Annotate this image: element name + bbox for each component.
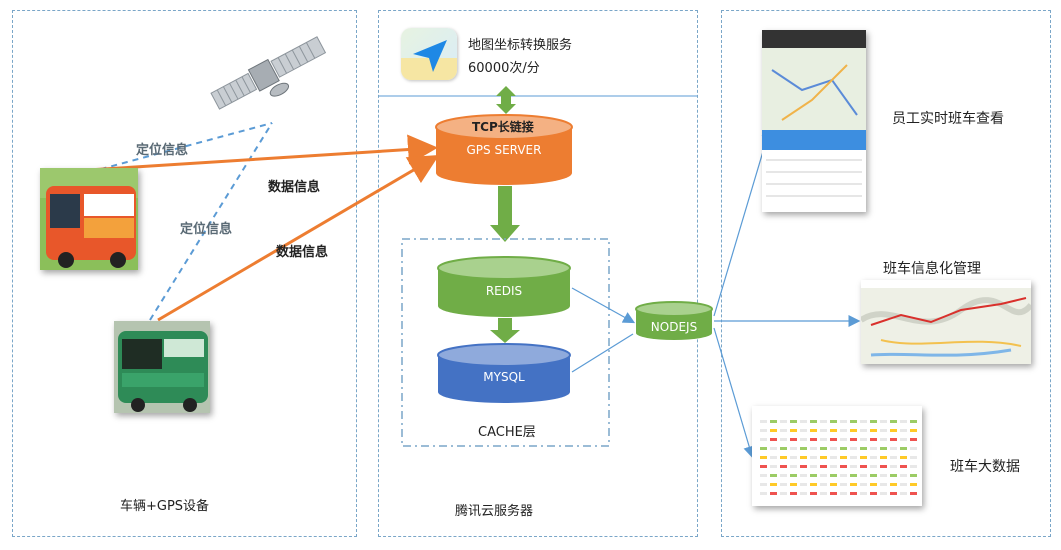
cloud-server-panel	[378, 10, 698, 537]
bus-photo-orange	[40, 168, 138, 270]
down-arrow-redis-mysql	[490, 318, 520, 343]
redis-to-nodejs-line	[571, 287, 636, 324]
clients-panel	[721, 10, 1051, 537]
realtime-view-label: 员工实时班车查看	[892, 111, 1004, 127]
mysql-to-nodejs-line	[571, 333, 634, 373]
data-info-label-2: 数据信息	[276, 245, 329, 260]
nodejs-to-mobile-arrow	[713, 125, 774, 317]
nodejs-cylinder	[635, 301, 713, 340]
bigdata-label: 班车大数据	[950, 459, 1020, 475]
mysql-label: MYSQL	[483, 370, 525, 384]
down-arrow-gps-redis	[490, 186, 520, 242]
data-arrow-2	[157, 154, 440, 322]
vehicle-panel-title: 车辆+GPS设备	[120, 499, 210, 514]
cache-layer-box	[401, 238, 610, 447]
nodejs-to-bigdata-arrow	[713, 327, 756, 459]
mysql-cylinder	[437, 343, 571, 403]
link-arrow-icon	[496, 86, 516, 114]
mobile-app-screenshot[interactable]	[762, 30, 866, 212]
bus-photo-green	[114, 321, 210, 413]
data-arrow-1	[87, 134, 438, 172]
redis-label: REDIS	[485, 284, 523, 298]
data-info-label-1: 数据信息	[268, 180, 321, 195]
gps-server-label: GPS SERVER	[466, 143, 542, 157]
map-app-icon	[401, 28, 457, 80]
location-line-2	[149, 122, 273, 321]
map-service-rate: 60000次/分	[468, 61, 540, 76]
location-info-label-1: 定位信息	[136, 143, 189, 158]
nodejs-label: NODEJS	[650, 320, 698, 334]
location-line-1	[89, 122, 273, 173]
management-label: 班车信息化管理	[883, 261, 981, 277]
vehicle-panel	[12, 10, 357, 537]
redis-cylinder	[437, 256, 571, 317]
satellite-icon	[210, 36, 327, 110]
management-system-screenshot[interactable]	[861, 280, 1031, 364]
cache-layer-label: CACHE层	[478, 425, 536, 440]
cloud-panel-title: 腾讯云服务器	[455, 504, 534, 519]
tcp-link-label: TCP长链接	[472, 120, 534, 134]
gps-server-cylinder	[435, 114, 573, 185]
map-service-name: 地图坐标转换服务	[468, 38, 573, 53]
location-info-label-2: 定位信息	[180, 222, 233, 237]
bigdata-table-screenshot[interactable]	[752, 406, 922, 506]
